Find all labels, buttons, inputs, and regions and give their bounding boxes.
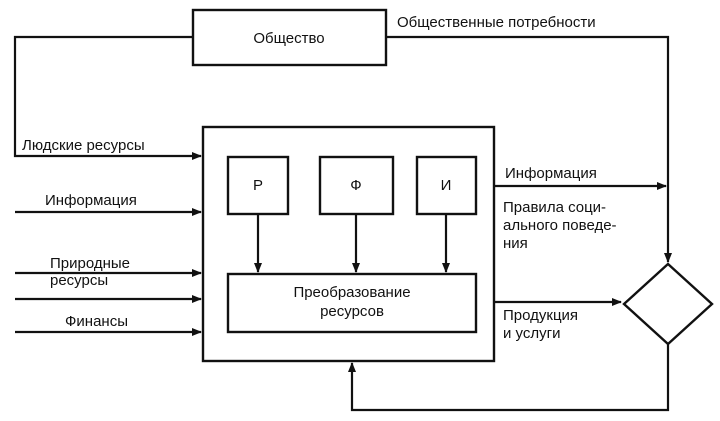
feedback-loop-line — [348, 344, 670, 412]
output-rules-label-2: ального поведе- — [503, 217, 617, 234]
society-label: Общество — [253, 30, 324, 47]
social-needs-label: Общественные потребности — [397, 14, 596, 31]
input-natural-resources-label-1: Природные — [50, 255, 130, 272]
input-natural-resources-label-2: ресурсы — [50, 272, 108, 289]
output-products-label-1: Продукция — [503, 307, 578, 324]
box-f-label: Ф — [350, 177, 361, 194]
input-finances-label: Финансы — [65, 313, 128, 330]
box-r-label: Р — [253, 177, 263, 194]
output-rules-label-1: Правила соци- — [503, 199, 606, 216]
output-rules-label-3: ния — [503, 235, 528, 252]
input-human-resources-label: Людские ресурсы — [22, 137, 145, 154]
output-products-label-2: и услуги — [503, 325, 560, 342]
output-information-label: Информация — [505, 165, 597, 182]
needs-to-decision-line — [386, 35, 672, 263]
transform-label-1: Преобразование — [293, 284, 410, 301]
transform-box — [226, 272, 478, 334]
box-r — [226, 155, 290, 216]
box-i-label: И — [441, 177, 452, 194]
input-information-label: Информация — [45, 192, 137, 209]
decision-diamond — [622, 262, 714, 346]
society-to-system-line — [13, 35, 202, 160]
box-i — [415, 155, 478, 216]
transform-label-2: ресурсов — [320, 303, 384, 320]
